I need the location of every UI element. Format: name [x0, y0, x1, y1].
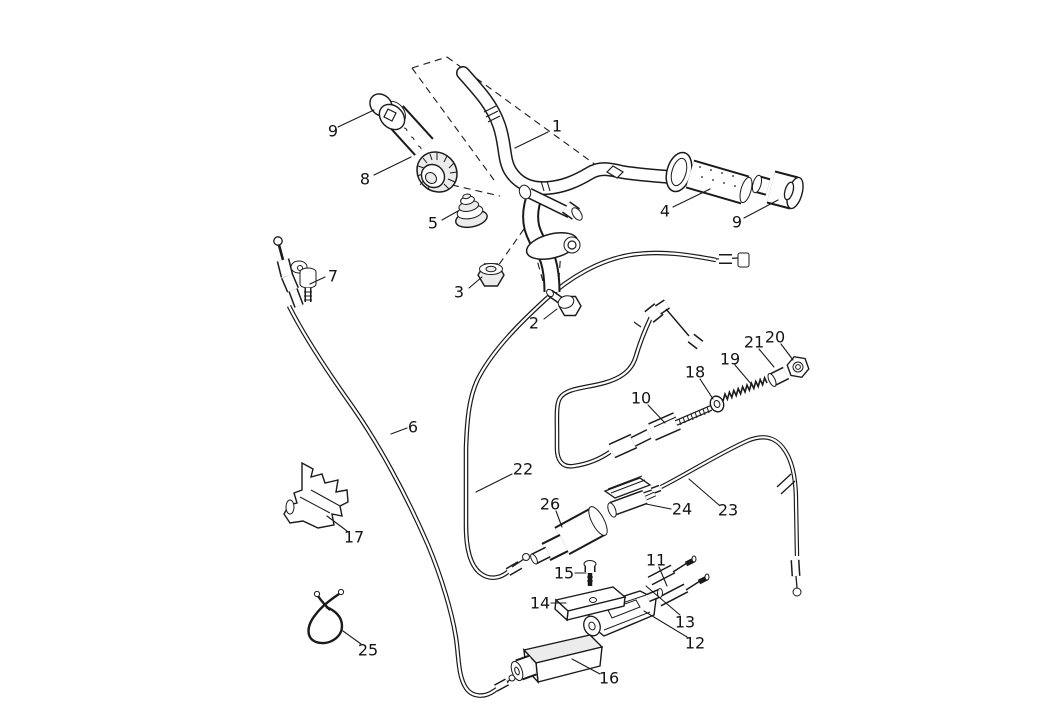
bar-end-cap-9-left: [369, 93, 406, 131]
callout-25: 25: [358, 641, 378, 660]
bar-end-weight-9-right: [751, 170, 804, 210]
callout-15: 15: [554, 564, 574, 583]
cable-23: [636, 435, 802, 597]
clutch-cable-10: [554, 299, 713, 469]
callout-9-left: 9: [328, 122, 338, 141]
callout-6: 6: [408, 418, 418, 437]
bracket-17: [283, 461, 349, 529]
cable-connector-24: [603, 475, 657, 518]
callout-7: 7: [328, 267, 338, 286]
callout-26: 26: [540, 495, 560, 514]
callout-5: 5: [428, 214, 438, 233]
callout-21: 21: [744, 333, 764, 352]
callout-22: 22: [513, 460, 533, 479]
spring-19: [722, 375, 768, 402]
callout-leader-lines: [309, 109, 794, 675]
cable-block-16: [510, 634, 604, 685]
callout-17: 17: [344, 528, 364, 547]
callout-1: 1: [552, 117, 562, 136]
handlebar-1: [456, 66, 697, 196]
callout-23: 23: [718, 501, 738, 520]
callout-20: 20: [765, 328, 785, 347]
callout-16: 16: [599, 669, 619, 688]
callout-2: 2: [529, 314, 539, 333]
adjuster-26: [522, 506, 608, 565]
cable-6: [286, 304, 516, 698]
callout-8: 8: [360, 170, 370, 189]
cable-rods-11-13: [647, 555, 710, 607]
screw-7: [299, 267, 317, 302]
nut-3: [477, 263, 505, 287]
callout-18: 18: [685, 363, 705, 382]
callout-14: 14: [530, 594, 550, 613]
screw-15: [583, 560, 597, 586]
callout-9-right: 9: [732, 213, 742, 232]
throttle-cable-22: [463, 250, 750, 580]
stem-clamp: [518, 184, 583, 293]
bolt-2: [546, 288, 582, 317]
callout-12: 12: [685, 634, 705, 653]
callout-24: 24: [672, 500, 692, 519]
callout-4: 4: [660, 202, 670, 221]
grommet-5: [455, 193, 488, 229]
callouts: 1 9 8 5 3 2 7 4 9 6 17 25 22 26 10 18 19…: [328, 117, 785, 688]
washer-18: [709, 395, 725, 413]
cable-6-end-fitting: [273, 236, 308, 308]
wire-clip-25: [307, 588, 345, 645]
plate-14: [554, 586, 627, 622]
callout-19: 19: [720, 350, 740, 369]
callout-3: 3: [454, 283, 464, 302]
callout-13: 13: [675, 613, 695, 632]
nut-20: [786, 355, 810, 379]
grip-4: [665, 151, 753, 205]
callout-11: 11: [646, 551, 666, 570]
sleeve-21: [767, 366, 790, 387]
callout-10: 10: [631, 389, 651, 408]
